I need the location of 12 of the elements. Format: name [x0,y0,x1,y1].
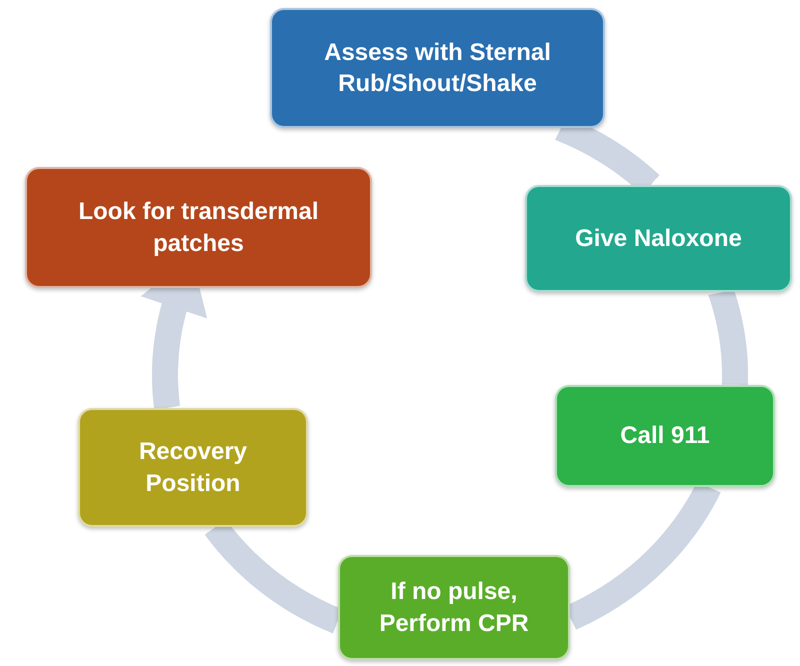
step-label: Call 911 [620,421,710,452]
step-label: Look for transdermal patches [77,197,320,258]
step-label: Give Naloxone [575,224,742,254]
step-box [25,167,372,288]
step-label: Recovery Position [138,437,248,498]
step-box [555,385,775,487]
step-label: If no pulse, Perform CPR [378,577,530,638]
step-box [525,185,792,292]
step-label: Assess with Sternal Rub/Shout/Shake [323,38,552,99]
step-box [338,555,570,660]
step-box [78,408,308,527]
step-box [270,8,605,128]
